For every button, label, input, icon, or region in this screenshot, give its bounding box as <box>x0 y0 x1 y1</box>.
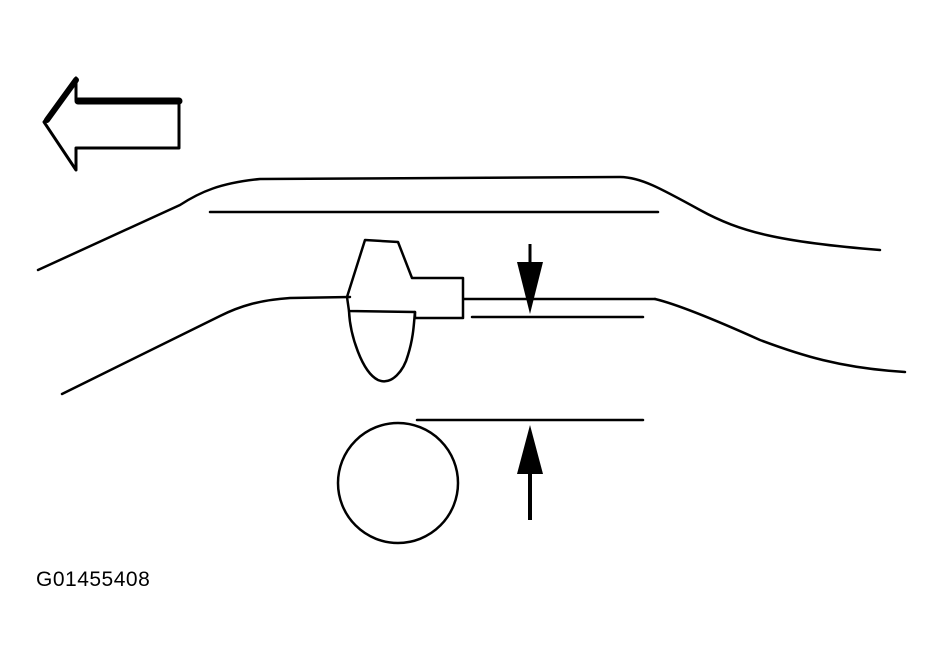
direction-arrow-icon <box>42 76 183 172</box>
arrow-down-icon <box>517 244 543 314</box>
figure-id-label: G01455408 <box>36 568 151 591</box>
lower-body-contour-left <box>60 295 352 396</box>
mounting-component <box>345 238 465 383</box>
tube-cross-section <box>336 421 460 545</box>
arrow-up-icon <box>517 425 543 520</box>
upper-body-contour <box>36 175 882 272</box>
lower-body-contour-right <box>653 297 907 374</box>
